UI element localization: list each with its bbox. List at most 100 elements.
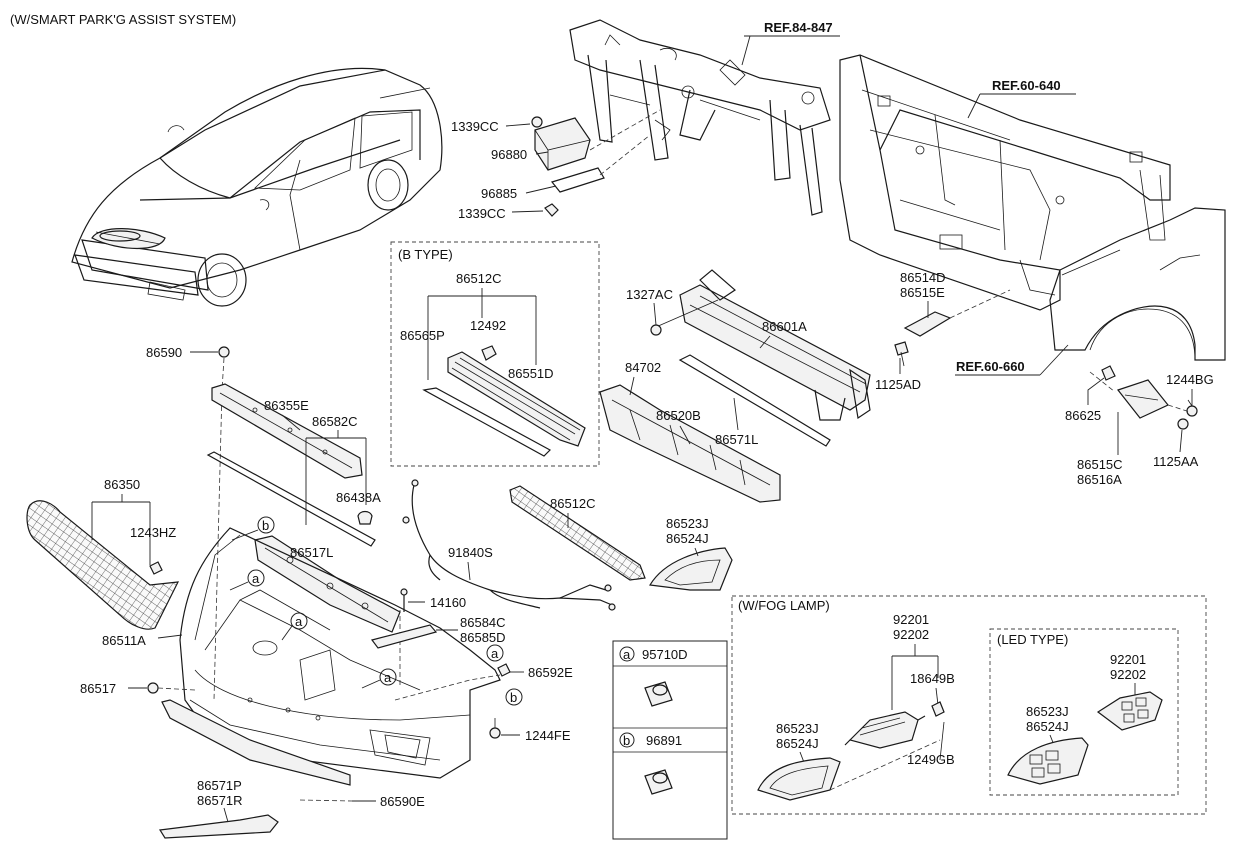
legend-b-part: 96891 bbox=[646, 733, 682, 748]
callout-a-side: a bbox=[486, 644, 504, 662]
fog-lamp-unit bbox=[844, 701, 945, 749]
label-86565p: 86565P bbox=[400, 328, 445, 343]
label-84702: 84702 bbox=[625, 360, 661, 375]
sensor-module bbox=[531, 116, 605, 217]
upper-cover-86355e bbox=[211, 383, 363, 479]
label-86571p: 86571P bbox=[197, 778, 242, 793]
bracket-86515c bbox=[1101, 365, 1198, 430]
svg-text:b: b bbox=[262, 518, 269, 533]
label-86512c: 86512C bbox=[550, 496, 596, 511]
ref-84-847-label: REF.84-847 bbox=[764, 20, 833, 35]
svg-text:a: a bbox=[252, 571, 260, 586]
radiator-support-structure bbox=[839, 54, 1171, 311]
label-86520b: 86520B bbox=[656, 408, 701, 423]
fog-bezel-86523j bbox=[649, 547, 733, 591]
lower-grille-86512c bbox=[509, 485, 646, 581]
led-bezel bbox=[1007, 737, 1089, 785]
label-86512c-btype: 86512C bbox=[456, 271, 502, 286]
label-86438a: 86438A bbox=[336, 490, 381, 505]
fog-lamp-box bbox=[731, 595, 1207, 815]
label-fog-18649b: 18649B bbox=[910, 671, 955, 686]
label-1244bg: 1244BG bbox=[1166, 372, 1214, 387]
callout-a-left: a bbox=[247, 569, 265, 587]
wiring-harness-91840s bbox=[411, 484, 613, 609]
label-86517l: 86517L bbox=[290, 545, 333, 560]
callout-b-upper: b bbox=[257, 516, 275, 534]
front-bumper-86511a bbox=[179, 527, 501, 779]
label-86571l: 86571L bbox=[715, 432, 758, 447]
label-86585d: 86585D bbox=[460, 630, 506, 645]
label-1244fe: 1244FE bbox=[525, 728, 571, 743]
ref-60-640-label: REF.60-640 bbox=[992, 78, 1061, 93]
legend: a 95710D b 96891 bbox=[612, 640, 728, 840]
svg-text:a: a bbox=[384, 670, 392, 685]
grille-86350 bbox=[26, 500, 180, 630]
label-86571r: 86571R bbox=[197, 793, 243, 808]
strip-86582c bbox=[206, 451, 376, 547]
label-fog-1249gb: 1249GB bbox=[907, 752, 955, 767]
label-86515c: 86515C bbox=[1077, 457, 1123, 472]
label-led-92202: 92202 bbox=[1110, 667, 1146, 682]
bumper-beam bbox=[679, 269, 871, 421]
callout-a-center: a bbox=[290, 612, 308, 630]
label-fog-86524j: 86524J bbox=[776, 736, 819, 751]
fog-lamp-header: (W/FOG LAMP) bbox=[738, 598, 830, 613]
label-led-86523j: 86523J bbox=[1026, 704, 1069, 719]
b-type-header: (B TYPE) bbox=[398, 247, 453, 262]
callout-b-side: b bbox=[505, 688, 523, 706]
label-86515e: 86515E bbox=[900, 285, 945, 300]
label-86592e: 86592E bbox=[528, 665, 573, 680]
fog-bezel-lower bbox=[757, 757, 841, 801]
label-86511a: 86511A bbox=[102, 633, 146, 648]
label-86517: 86517 bbox=[80, 681, 116, 696]
label-1327ac: 1327AC bbox=[626, 287, 673, 302]
b-type-grille bbox=[422, 345, 586, 457]
led-type-box bbox=[989, 628, 1179, 796]
label-fog-92202: 92202 bbox=[893, 627, 929, 642]
label-1339cc-top: 1339CC bbox=[451, 119, 499, 134]
legend-a-part: 95710D bbox=[642, 647, 688, 662]
label-96885: 96885 bbox=[481, 186, 517, 201]
strip-86571l bbox=[678, 354, 831, 447]
label-86582c: 86582C bbox=[312, 414, 358, 429]
label-1125aa: 1125AA bbox=[1153, 454, 1199, 469]
label-96880: 96880 bbox=[491, 147, 527, 162]
led-type-header: (LED TYPE) bbox=[997, 632, 1068, 647]
label-86584c: 86584C bbox=[460, 615, 506, 630]
label-86516a: 86516A bbox=[1077, 472, 1122, 487]
label-86590e: 86590E bbox=[380, 794, 425, 809]
label-86355e: 86355E bbox=[264, 398, 309, 413]
label-fog-92201: 92201 bbox=[893, 612, 929, 627]
label-1125ad: 1125AD bbox=[875, 377, 921, 392]
callout-a-right: a bbox=[379, 668, 397, 686]
label-1243hz: 1243HZ bbox=[130, 525, 176, 540]
strip-86584c bbox=[370, 624, 438, 649]
label-86523j: 86523J bbox=[666, 516, 709, 531]
label-12492: 12492 bbox=[470, 318, 506, 333]
diagram-title: (W/SMART PARK'G ASSIST SYSTEM) bbox=[10, 12, 236, 27]
svg-text:a: a bbox=[295, 614, 303, 629]
label-86601a: 86601A bbox=[762, 319, 807, 334]
strip-86571p bbox=[158, 814, 279, 839]
b-type-box bbox=[390, 241, 600, 467]
label-86350: 86350 bbox=[104, 477, 140, 492]
label-86514d: 86514D bbox=[900, 270, 946, 285]
label-91840s: 91840S bbox=[448, 545, 493, 560]
label-86590: 86590 bbox=[146, 345, 182, 360]
label-led-92201: 92201 bbox=[1110, 652, 1146, 667]
legend-a-letter: a bbox=[623, 647, 631, 662]
fender-structure bbox=[1049, 207, 1226, 361]
bracket-86514d bbox=[903, 311, 952, 337]
label-1339cc-bottom: 1339CC bbox=[458, 206, 506, 221]
car-illustration bbox=[71, 67, 443, 307]
led-lamp-unit bbox=[1096, 691, 1163, 731]
ref-84-847-structure bbox=[569, 19, 831, 216]
lower-lip-86590e bbox=[161, 699, 351, 786]
svg-text:b: b bbox=[510, 690, 517, 705]
label-86625: 86625 bbox=[1065, 408, 1101, 423]
bracket-86517l bbox=[254, 535, 401, 633]
label-14160: 14160 bbox=[430, 595, 466, 610]
label-86524j: 86524J bbox=[666, 531, 709, 546]
label-86551d: 86551D bbox=[508, 366, 554, 381]
